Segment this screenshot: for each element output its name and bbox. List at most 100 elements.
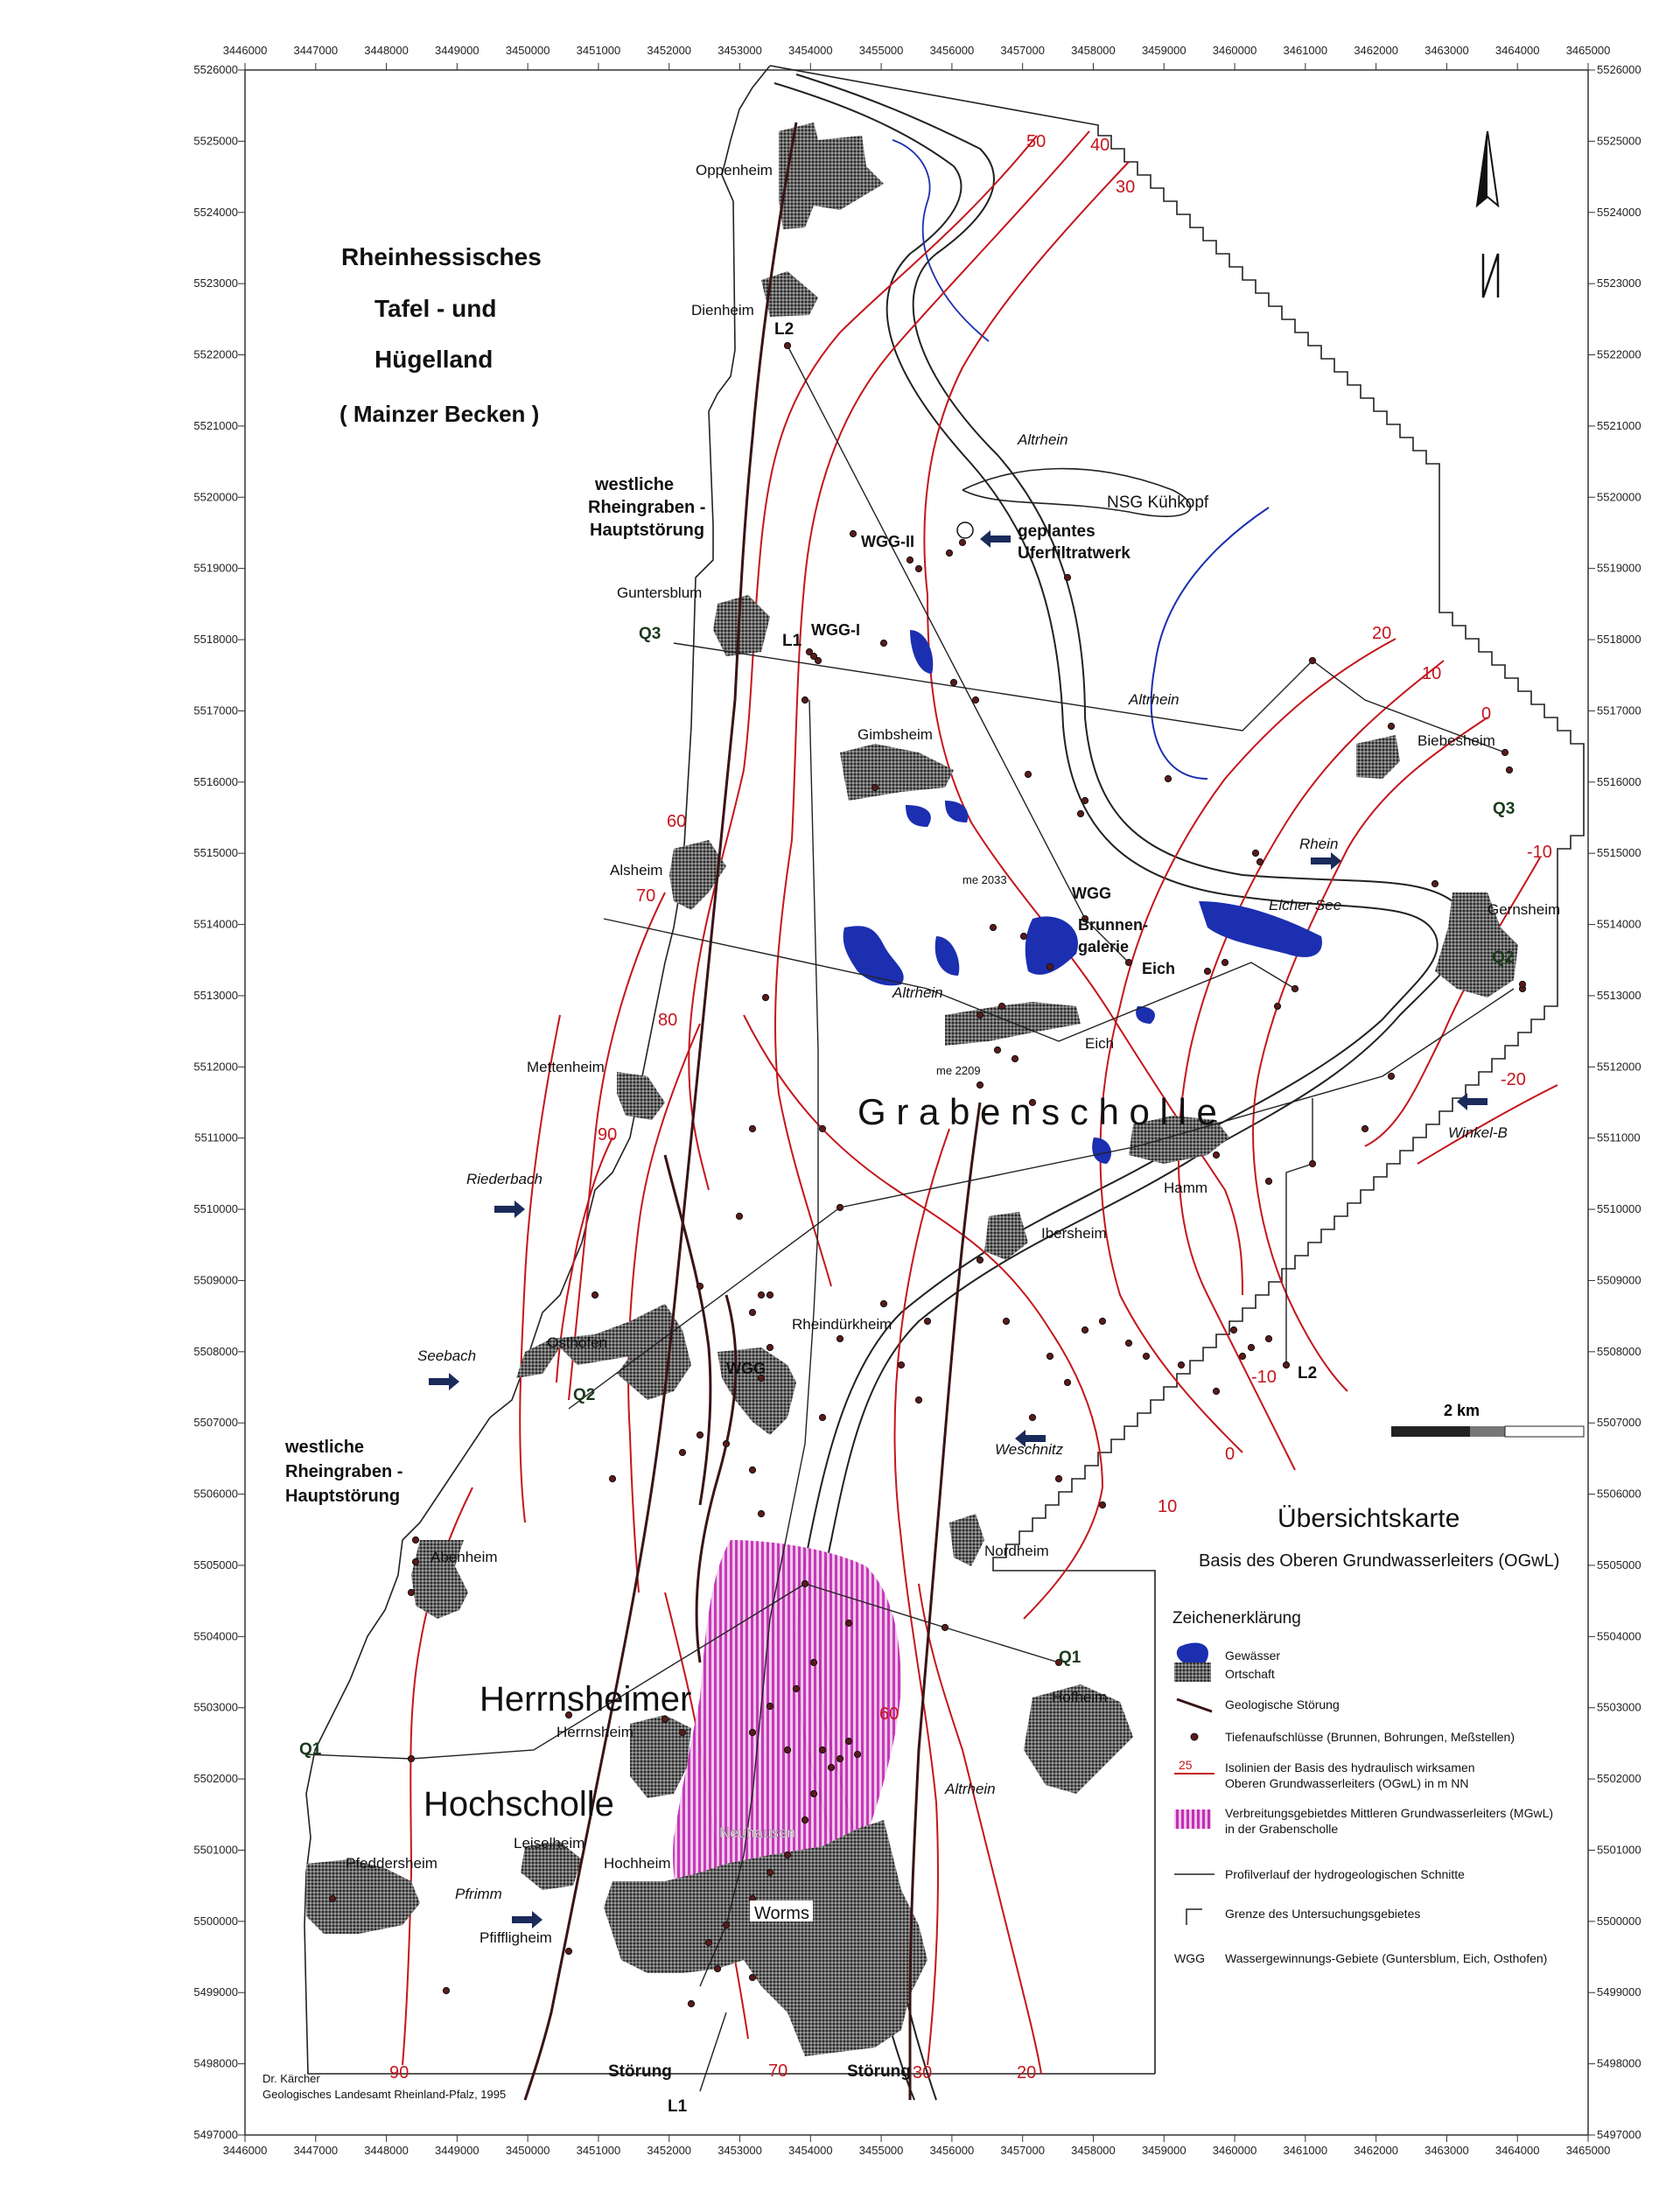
borehole-dot bbox=[1251, 849, 1260, 858]
iso-label-90: 90 bbox=[598, 1125, 617, 1144]
y-tick-label: 5522000 bbox=[193, 348, 238, 361]
y-tick-label: 5519000 bbox=[1597, 562, 1642, 575]
iso-label-20-bottom: 20 bbox=[1017, 2063, 1036, 2082]
y-tick-label: 5501000 bbox=[1597, 1843, 1642, 1856]
iso-label-80: 80 bbox=[658, 1011, 677, 1030]
borehole-dot bbox=[678, 1728, 687, 1737]
scale-bar-label: 2 km bbox=[1444, 1402, 1480, 1419]
borehole-dot bbox=[971, 696, 980, 704]
y-tick-label: 5517000 bbox=[193, 704, 238, 717]
place-oppenheim: Oppenheim bbox=[696, 162, 773, 178]
legend-stoerung: Geologische Störung bbox=[1225, 1698, 1340, 1712]
x-tick-label: 3454000 bbox=[788, 2144, 833, 2157]
y-tick-label: 5516000 bbox=[193, 775, 238, 788]
borehole-dot bbox=[1011, 1054, 1019, 1063]
borehole-dot bbox=[1308, 656, 1317, 665]
borehole-dot bbox=[748, 1466, 757, 1474]
borehole-dot bbox=[1124, 958, 1133, 967]
legend-borehole-icon bbox=[1190, 1732, 1199, 1741]
x-tick-label: 3457000 bbox=[1000, 44, 1045, 57]
iso-label-10b: 10 bbox=[1158, 1497, 1177, 1516]
profile-q3-left: Q3 bbox=[639, 625, 661, 643]
borehole-dot bbox=[827, 1763, 836, 1772]
y-tick-label: 5511000 bbox=[1597, 1131, 1641, 1144]
y-tick-label: 5520000 bbox=[1597, 490, 1642, 503]
y-tick-label: 5498000 bbox=[1597, 2057, 1642, 2070]
place-leiselheim: Leiselheim bbox=[514, 1835, 584, 1852]
water-altrhein-1: Altrhein bbox=[1017, 431, 1068, 448]
borehole-dot bbox=[407, 1588, 416, 1597]
legend-profil: Profilverlauf der hydrogeologischen Schn… bbox=[1225, 1867, 1465, 1881]
water-altrhein-4: Altrhein bbox=[944, 1781, 996, 1797]
y-tick-label: 5514000 bbox=[193, 918, 238, 931]
x-tick-label: 3450000 bbox=[506, 44, 550, 57]
fault-label-north-1: westliche bbox=[594, 475, 674, 494]
borehole-dot bbox=[1229, 1326, 1238, 1334]
legend-water-icon bbox=[1176, 1642, 1208, 1667]
y-tick-label: 5510000 bbox=[1597, 1202, 1642, 1215]
legend-wgg-text: Wassergewinnungs-Gebiete (Guntersblum, E… bbox=[1225, 1951, 1547, 1965]
legend-gewaesser: Gewässer bbox=[1225, 1648, 1280, 1662]
borehole-dot bbox=[783, 1746, 792, 1754]
borehole-dot bbox=[879, 1299, 888, 1308]
x-tick-label: 3446000 bbox=[223, 44, 268, 57]
borehole-dot bbox=[328, 1894, 337, 1903]
y-tick-label: 5504000 bbox=[193, 1629, 238, 1642]
borehole-dot bbox=[809, 1789, 818, 1798]
borehole-dot bbox=[801, 1816, 809, 1824]
borehole-dot bbox=[844, 1619, 853, 1628]
borehole-dot bbox=[766, 1343, 774, 1352]
iso-label-70-bottom: 70 bbox=[768, 2062, 788, 2081]
geplantes-label-2: Uferfiltratwerk bbox=[1018, 544, 1130, 563]
region-title-2: Tafel - und bbox=[374, 295, 496, 322]
y-tick-label: 5524000 bbox=[193, 206, 238, 219]
x-tick-label: 3450000 bbox=[506, 2144, 550, 2157]
herrnsheimer-label: Herrnsheimer bbox=[480, 1680, 691, 1718]
y-tick-label: 5515000 bbox=[1597, 846, 1642, 859]
fault-label-north-3: Hauptstörung bbox=[590, 521, 704, 540]
borehole-dot bbox=[766, 1702, 774, 1711]
stoerung-label-2: Störung bbox=[847, 2062, 911, 2081]
place-guntersblum: Guntersblum bbox=[617, 584, 702, 601]
borehole-dot bbox=[1063, 573, 1072, 582]
y-tick-label: 5497000 bbox=[193, 2128, 238, 2141]
iso-label-20: 20 bbox=[1372, 624, 1391, 643]
x-tick-label: 3461000 bbox=[1284, 44, 1328, 57]
borehole-dot bbox=[805, 648, 814, 656]
borehole-dot bbox=[1387, 722, 1396, 731]
rhine-river bbox=[795, 74, 1466, 2101]
borehole-dot bbox=[1247, 1343, 1256, 1352]
place-nordheim: Nordheim bbox=[984, 1543, 1049, 1559]
flow-arrows bbox=[429, 530, 1488, 1928]
y-tick-label: 5509000 bbox=[193, 1273, 238, 1286]
borehole-dot bbox=[976, 1256, 984, 1264]
y-tick-label: 5505000 bbox=[193, 1558, 238, 1572]
borehole-dot bbox=[1054, 1658, 1063, 1667]
x-tick-label: 3461000 bbox=[1284, 2144, 1328, 2157]
fault-label-south-1: westliche bbox=[284, 1438, 364, 1457]
x-axis-ticks: 3446000344600034470003447000344800034480… bbox=[223, 44, 1611, 2157]
x-tick-label: 3451000 bbox=[577, 2144, 621, 2157]
iso-label-minus-20: -20 bbox=[1501, 1070, 1526, 1089]
iso-label-minus-10: -10 bbox=[1527, 843, 1552, 862]
x-tick-label: 3455000 bbox=[859, 2144, 904, 2157]
borehole-dot bbox=[1291, 984, 1299, 993]
y-tick-label: 5508000 bbox=[193, 1345, 238, 1358]
borehole-dot bbox=[1054, 1474, 1063, 1483]
place-abenheim: Abenheim bbox=[430, 1549, 498, 1565]
y-tick-label: 5507000 bbox=[1597, 1416, 1642, 1429]
y-tick-label: 5505000 bbox=[1597, 1558, 1642, 1572]
borehole-dot bbox=[814, 656, 822, 665]
place-ibersheim: Ibersheim bbox=[1041, 1225, 1107, 1242]
x-tick-label: 3449000 bbox=[435, 2144, 480, 2157]
profile-l1-bottom: L1 bbox=[668, 2097, 688, 2116]
iso-label-0: 0 bbox=[1481, 704, 1491, 724]
borehole-dot bbox=[591, 1291, 599, 1299]
borehole-dot bbox=[1273, 1002, 1282, 1011]
y-tick-label: 5512000 bbox=[1597, 1060, 1642, 1073]
borehole-dot bbox=[1081, 1326, 1089, 1334]
water-seebach: Seebach bbox=[417, 1348, 476, 1364]
iso-label-50: 50 bbox=[1026, 132, 1046, 151]
boreholes bbox=[328, 341, 1527, 2008]
borehole-dot bbox=[722, 1921, 731, 1929]
